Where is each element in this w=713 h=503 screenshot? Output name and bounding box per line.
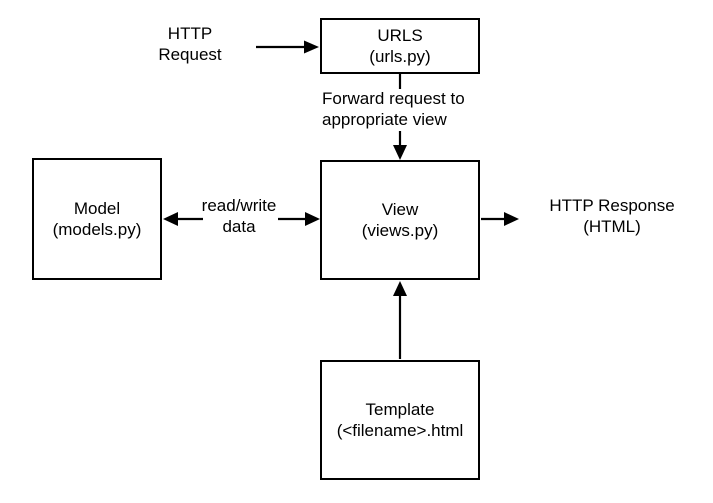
- view-node: View (views.py): [320, 160, 480, 280]
- model-node-subtitle: (models.py): [52, 220, 142, 239]
- forward-request-line1: Forward request to: [322, 89, 465, 108]
- template-node: Template (<filename>.html: [320, 360, 480, 480]
- urls-node: URLS (urls.py): [320, 18, 480, 74]
- view-node-subtitle: (views.py): [361, 221, 439, 240]
- http-response-line1: HTTP Response: [549, 196, 675, 215]
- http-request-line2: Request: [158, 45, 222, 64]
- http-request-label: HTTP Request: [130, 23, 250, 65]
- read-write-data-label: read/write data: [186, 195, 292, 237]
- template-view-arrow: [393, 281, 407, 359]
- http-response-label: HTTP Response (HTML): [518, 195, 706, 237]
- http-response-arrow: [481, 212, 519, 226]
- template-node-subtitle: (<filename>.html: [336, 421, 464, 440]
- read-write-line1: read/write: [201, 196, 277, 215]
- view-node-title: View: [381, 200, 419, 219]
- model-node: Model (models.py): [32, 158, 162, 280]
- urls-node-subtitle: (urls.py): [369, 47, 431, 66]
- http-request-line1: HTTP: [167, 24, 213, 43]
- http-request-arrow: [256, 40, 319, 54]
- model-view-arrow: [163, 212, 320, 226]
- urls-node-title: URLS: [377, 26, 423, 45]
- model-node-title: Model: [73, 199, 121, 218]
- forward-request-line2: appropriate view: [322, 110, 447, 129]
- forward-request-label: Forward request to appropriate view: [322, 88, 492, 130]
- forward-request-arrow: [393, 74, 407, 160]
- http-response-line2: (HTML): [583, 217, 641, 236]
- template-node-title: Template: [365, 400, 435, 419]
- read-write-line2: data: [222, 217, 256, 236]
